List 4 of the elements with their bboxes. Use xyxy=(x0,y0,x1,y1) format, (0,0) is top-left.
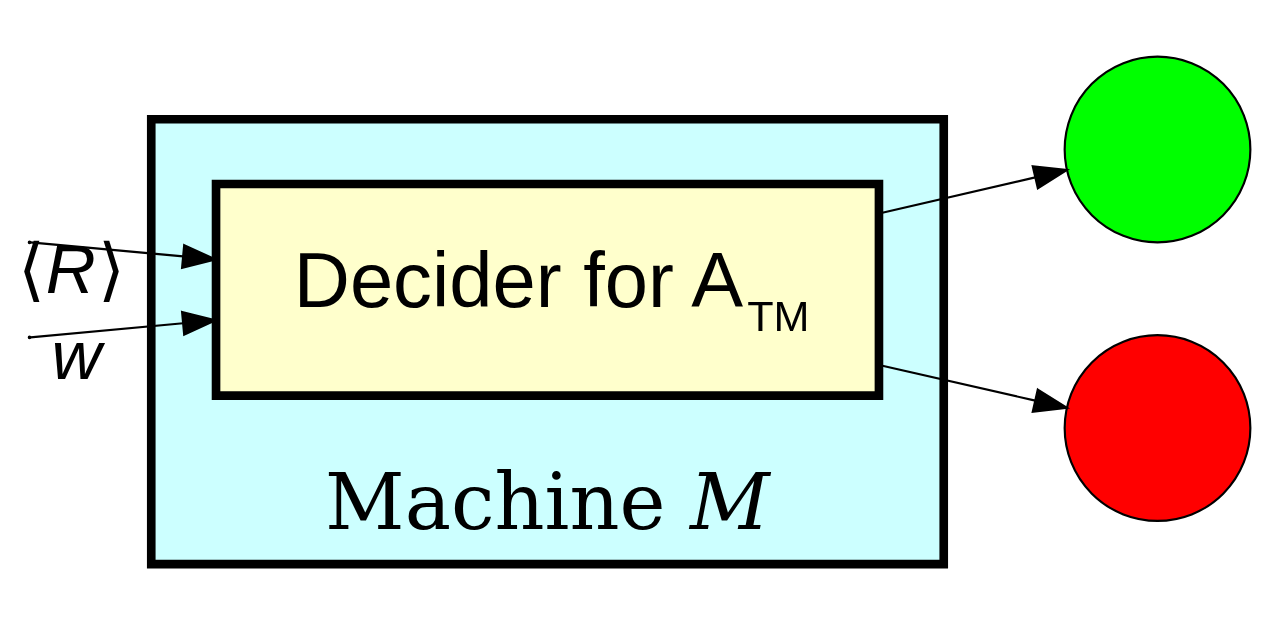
node-box: Decider for A$_{TM}$ xyxy=(211,179,884,400)
node-circle xyxy=(1063,334,1252,522)
edge-label: ⟨R⟩ xyxy=(17,229,125,308)
node-circle xyxy=(1063,55,1252,244)
